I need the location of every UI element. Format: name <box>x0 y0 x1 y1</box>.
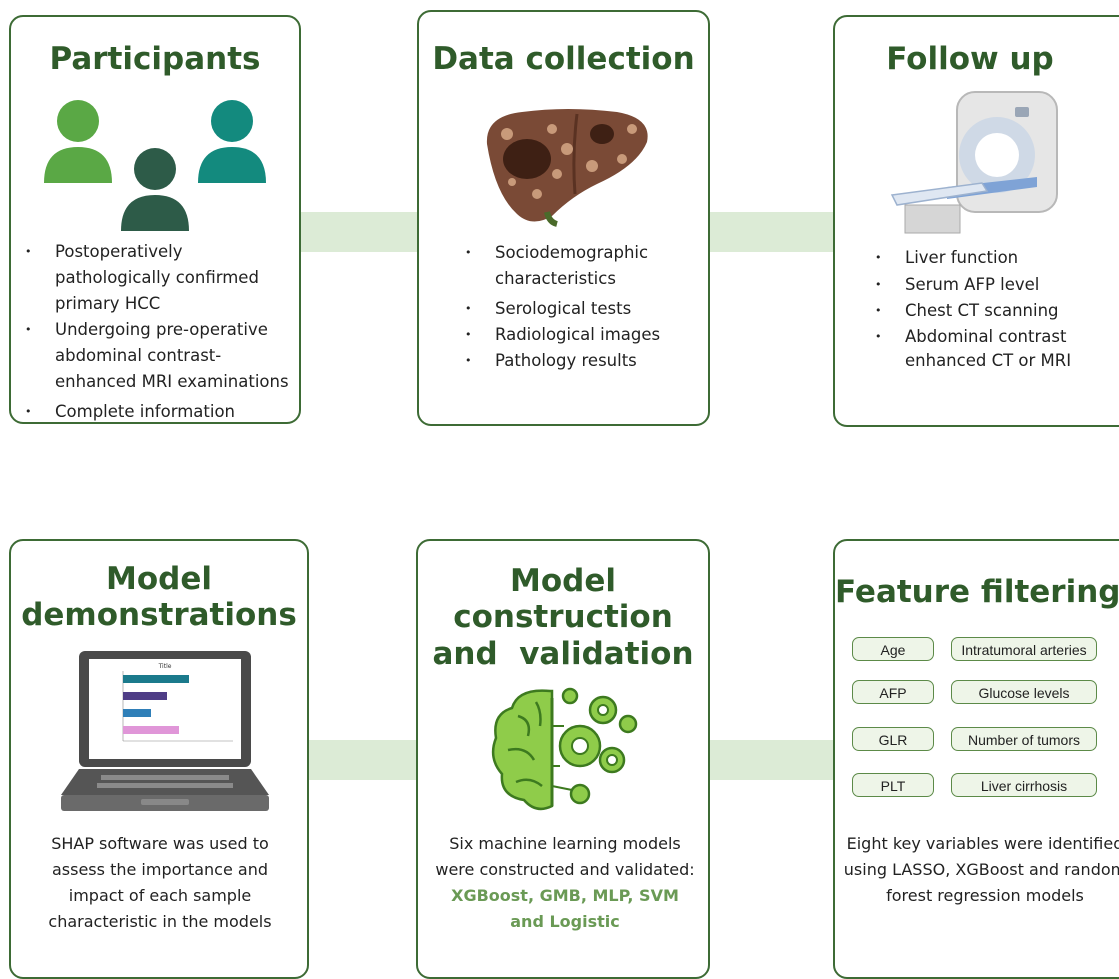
participants-title: Participants <box>49 41 261 77</box>
list-item: Radiological images <box>465 322 695 348</box>
feature-chip-glucose-levels: Glucose levels <box>951 680 1097 704</box>
model-demonstrations-card: Model demonstrations Title SHAP software… <box>9 539 309 979</box>
liver-icon <box>486 109 648 227</box>
model-construction-desc: Six machine learning models were constru… <box>435 834 695 879</box>
brain-gears-icon <box>491 687 638 811</box>
model-construction-title-line1: Model <box>510 563 616 599</box>
follow-up-title: Follow up <box>886 41 1054 77</box>
mri-scanner-icon <box>890 91 1058 234</box>
list-item: Undergoing pre-operative abdominal contr… <box>25 317 295 395</box>
chart-title: Title <box>158 663 172 670</box>
list-item: Sociodemographic characteristics <box>465 240 695 292</box>
laptop-icon: Title <box>61 651 269 811</box>
feature-chip-glr: GLR <box>852 727 934 751</box>
feature-filtering-desc: Eight key variables were identified usin… <box>843 834 1119 905</box>
connector-demo-construction <box>308 740 418 780</box>
participants-list: Postoperatively pathologically confirmed… <box>25 239 295 425</box>
feature-chip-number-of-tumors: Number of tumors <box>951 727 1097 751</box>
connector-data-followup <box>709 212 835 252</box>
connector-construction-filtering <box>710 740 836 780</box>
list-item: Serological tests <box>465 296 695 322</box>
data-collection-title: Data collection <box>432 41 695 77</box>
data-collection-list: Sociodemographic characteristics Serolog… <box>465 240 695 374</box>
model-demonstrations-title-line2: demonstrations <box>21 597 297 633</box>
feature-filtering-title: Feature filtering <box>835 574 1119 610</box>
model-construction-title-line2: construction <box>453 599 673 635</box>
people-icon <box>44 100 266 231</box>
model-construction-card: Model construction and validation Six ma… <box>416 539 710 979</box>
list-item: Complete information <box>25 399 295 425</box>
list-item: Postoperatively pathologically confirmed… <box>25 239 295 317</box>
feature-chip-liver-cirrhosis: Liver cirrhosis <box>951 773 1097 797</box>
list-item: Chest CT scanning <box>875 298 1085 325</box>
feature-chip-intratumoral-arteries: Intratumoral arteries <box>951 637 1097 661</box>
participants-card: Participants Postoperatively pathologica… <box>9 15 301 425</box>
feature-chip-afp: AFP <box>852 680 934 704</box>
list-item: Abdominal contrast enhanced CT or MRI <box>875 325 1085 373</box>
follow-up-list: Liver function Serum AFP level Chest CT … <box>875 245 1085 373</box>
connector-participants-data <box>300 212 418 252</box>
data-collection-card: Data collection Sociodemographic charact… <box>417 10 710 426</box>
list-item: Liver function <box>875 245 1085 272</box>
model-list-line1: XGBoost, GMB, MLP, SVM <box>451 886 679 905</box>
list-item: Serum AFP level <box>875 272 1085 299</box>
model-construction-title-line3: and validation <box>432 636 694 672</box>
model-demonstrations-title-line1: Model <box>106 561 212 597</box>
follow-up-card: Follow up Liver function Serum AFP level… <box>833 15 1119 427</box>
list-item: Pathology results <box>465 348 695 374</box>
feature-chip-plt: PLT <box>852 773 934 797</box>
model-demonstrations-desc: SHAP software was used to assess the imp… <box>48 834 272 931</box>
model-list-line2: and Logistic <box>510 912 620 931</box>
feature-chip-age: Age <box>852 637 934 661</box>
feature-filtering-card: Feature filtering Age AFP GLR PLT Intrat… <box>833 539 1119 979</box>
